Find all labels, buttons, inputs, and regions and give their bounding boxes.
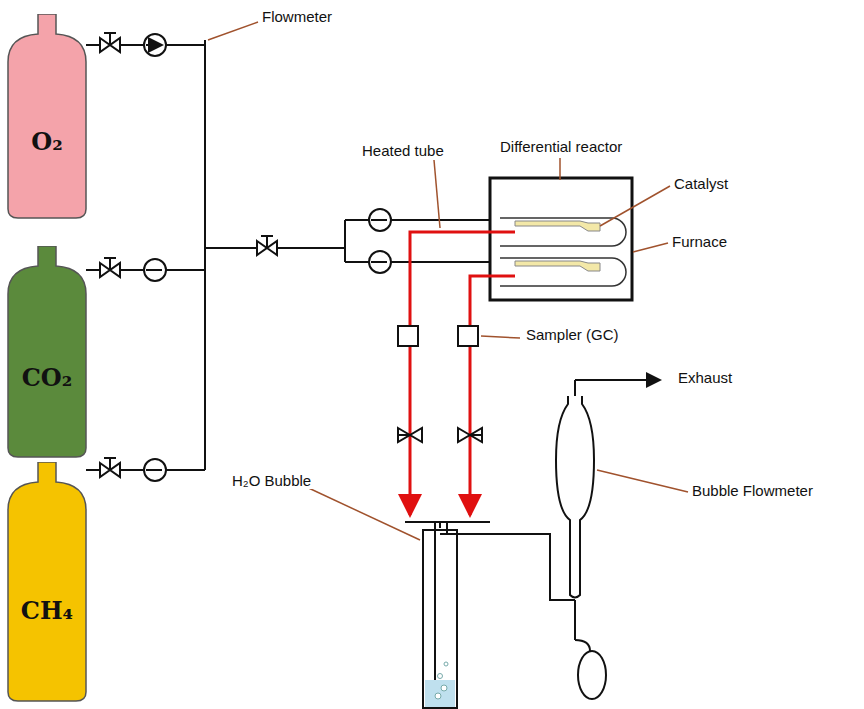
callout-label: Heated tube bbox=[360, 142, 446, 159]
callout-label: Bubble Flowmeter bbox=[690, 482, 815, 499]
gas-cylinder: CH₄ bbox=[6, 462, 88, 702]
cylinder-shape bbox=[6, 462, 88, 702]
callout-label: Flowmeter bbox=[260, 8, 334, 25]
callout-label: Catalyst bbox=[672, 175, 730, 192]
cylinder-shape bbox=[6, 246, 88, 458]
callout-label: Differential reactor bbox=[498, 138, 624, 155]
gas-cylinder: CO₂ bbox=[6, 246, 88, 458]
gas-label: O₂ bbox=[31, 127, 62, 156]
cylinder-shape bbox=[6, 14, 88, 219]
callout-label: Furnace bbox=[670, 233, 729, 250]
callout-label: Sampler (GC) bbox=[524, 326, 621, 343]
callout-label: H₂O Bubble bbox=[230, 472, 313, 489]
gas-label: CH₄ bbox=[21, 596, 73, 625]
gas-cylinder: O₂ bbox=[6, 14, 88, 219]
gas-label: CO₂ bbox=[22, 363, 73, 392]
callout-label: Exhaust bbox=[676, 369, 734, 386]
